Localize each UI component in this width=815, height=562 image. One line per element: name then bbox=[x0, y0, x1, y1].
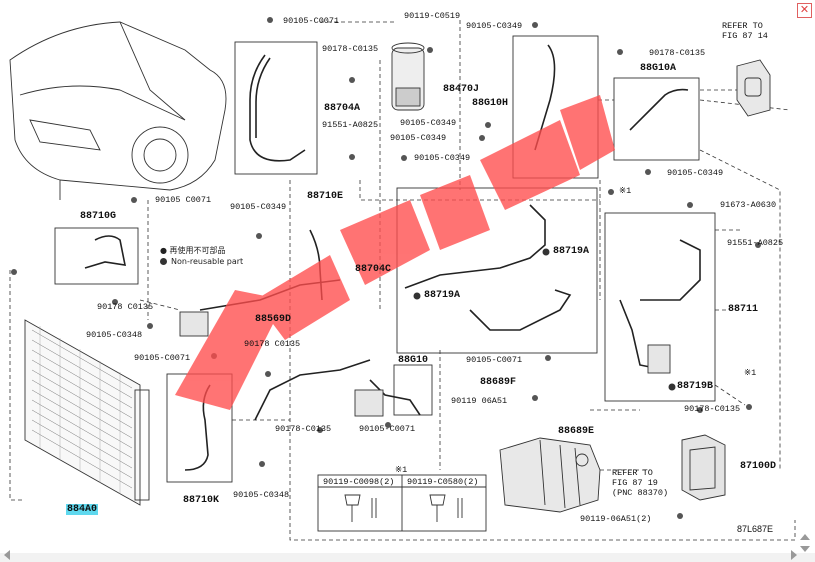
label-bolt-90105-C0071-b: 90105-C0071 bbox=[134, 353, 191, 363]
legend-dot bbox=[160, 258, 167, 265]
label-bolt-90178-C0135-c: 90178 C0135 bbox=[244, 339, 301, 349]
label-refer-fig-87-19-line1[interactable]: REFER TO bbox=[612, 468, 653, 478]
table-col2: 90119-C0580(2) bbox=[407, 477, 479, 487]
label-refer-fig-87-14-line2[interactable]: FIG 87 14 bbox=[722, 31, 768, 41]
label-bolt-90178-C0135-b: 90178 C0135 bbox=[97, 302, 154, 312]
label-bolt-90119-06A51-2: 90119-06A51(2) bbox=[580, 514, 652, 524]
compressor-88370[interactable] bbox=[499, 437, 601, 513]
bolt-table bbox=[317, 474, 487, 532]
label-bolt-90178-C0135-d: 90178-C0135 bbox=[275, 424, 332, 434]
scroll-left-arrow-icon[interactable] bbox=[4, 550, 10, 560]
table-col1: 90119-C0098(2) bbox=[323, 477, 395, 487]
label-part-88704C[interactable]: 88704C bbox=[355, 264, 392, 275]
label-part-88460[interactable]: 884A0 bbox=[66, 504, 99, 515]
valve-88569D[interactable] bbox=[179, 311, 209, 337]
part-87100D[interactable] bbox=[681, 434, 726, 501]
label-part-88G10[interactable]: 88G10 bbox=[398, 355, 429, 366]
label-part-88704A[interactable]: 88704A bbox=[324, 103, 361, 114]
highlighted-part-number[interactable]: 884A0 bbox=[66, 504, 99, 515]
group-box-88711 bbox=[604, 212, 716, 402]
scroll-down-arrow-icon[interactable] bbox=[800, 546, 810, 552]
label-bolt-90178-C0135-right: 90178-C0135 bbox=[649, 48, 706, 58]
group-box-88704A bbox=[234, 41, 318, 175]
vehicle-illustration bbox=[9, 21, 227, 200]
label-bolt-90105-C0349-right: 90105-C0349 bbox=[667, 168, 724, 178]
condenser-88460[interactable] bbox=[24, 319, 150, 506]
valve-88711-body[interactable] bbox=[647, 344, 671, 374]
label-part-88G10A[interactable]: 88G10A bbox=[640, 63, 677, 74]
label-part-88719A-1[interactable]: 88719A bbox=[553, 246, 590, 257]
label-bolt-90119-06A51: 90119 06A51 bbox=[451, 396, 508, 406]
label-note-x1-b: ※1 bbox=[744, 368, 757, 378]
watermark-logo bbox=[175, 95, 615, 410]
label-part-88689F[interactable]: 88689F bbox=[480, 377, 517, 388]
label-bolt-90105-C0071-left: 90105 C0071 bbox=[155, 195, 212, 205]
label-bolt-90105-C0071-top: 90105-C0071 bbox=[283, 16, 340, 26]
receiver-drier-88470J[interactable] bbox=[391, 42, 425, 111]
label-part-88710K[interactable]: 88710K bbox=[183, 495, 220, 506]
legend-non-reusable-en: Non-reusable part bbox=[160, 257, 243, 266]
scroll-up-arrow-icon[interactable] bbox=[800, 534, 810, 540]
group-box-88710G bbox=[54, 227, 139, 285]
figure-code: 87L687E bbox=[737, 524, 774, 534]
label-part-88711[interactable]: 88711 bbox=[728, 304, 759, 315]
horizontal-scrollbar[interactable] bbox=[0, 553, 815, 562]
legend-non-reusable-text: Non-reusable part bbox=[171, 257, 244, 266]
valve-88G10[interactable] bbox=[354, 389, 384, 417]
label-part-88470J[interactable]: 88470J bbox=[443, 84, 480, 95]
label-refer-fig-87-19-line3[interactable]: (PNC 88370) bbox=[612, 488, 669, 498]
label-part-88710E[interactable]: 88710E bbox=[307, 191, 344, 202]
label-refer-fig-87-14-line1[interactable]: REFER TO bbox=[722, 21, 763, 31]
group-box-88G10A bbox=[613, 77, 700, 161]
label-bolt-91551-A0825-b: 91551-A0825 bbox=[727, 238, 784, 248]
label-bolt-90178-C0135-e: 90178-C0135 bbox=[684, 404, 741, 414]
label-part-87100D[interactable]: 87100D bbox=[740, 461, 777, 472]
label-part-88710G[interactable]: 88710G bbox=[80, 211, 117, 222]
label-part-88689E[interactable]: 88689E bbox=[558, 426, 595, 437]
label-bolt-91673-A0630: 91673-A0630 bbox=[720, 200, 777, 210]
label-bolt-90105-C0071-c: 90105-C0071 bbox=[466, 355, 523, 365]
label-part-88719B[interactable]: 88719B bbox=[677, 381, 714, 392]
label-part-88569D[interactable]: 88569D bbox=[255, 314, 292, 325]
label-bolt-90105-C0349-a: 90105-C0349 bbox=[400, 118, 457, 128]
label-bolt-90178-C0135-a: 90178-C0135 bbox=[322, 44, 379, 54]
legend-non-reusable-jp: ● 再使用不可部品 bbox=[160, 246, 226, 255]
label-part-88G10H[interactable]: 88G10H bbox=[472, 98, 509, 109]
close-button[interactable]: ✕ bbox=[797, 3, 812, 18]
label-bolt-90105-C0349-top: 90105-C0349 bbox=[466, 21, 523, 31]
label-bolt-90105-C0349-b: 90105-C0349 bbox=[390, 133, 447, 143]
label-bolt-90105-C0348-a: 90105-C0348 bbox=[86, 330, 143, 340]
label-part-88719A-2[interactable]: 88719A bbox=[424, 290, 461, 301]
group-box-88G10 bbox=[393, 364, 433, 416]
table-note: ※1 bbox=[395, 465, 408, 475]
label-bolt-90105-C0348-b: 90105-C0348 bbox=[233, 490, 290, 500]
label-bolt-90105-C0349-d: 90105-C0349 bbox=[230, 202, 287, 212]
label-note-x1-a: ※1 bbox=[619, 186, 632, 196]
label-bolt-90105-C0071-d: 90105-C0071 bbox=[359, 424, 416, 434]
label-refer-fig-87-19-line2[interactable]: FIG 87 19 bbox=[612, 478, 658, 488]
label-bolt-90105-C0349-c: 90105-C0349 bbox=[414, 153, 471, 163]
connector-fig-87-14[interactable] bbox=[736, 59, 771, 117]
label-bolt-91551-A0825-a: 91551-A0825 bbox=[322, 120, 379, 130]
scroll-right-arrow-icon[interactable] bbox=[791, 550, 797, 560]
label-bolt-90119-C0519: 90119-C0519 bbox=[404, 11, 461, 21]
